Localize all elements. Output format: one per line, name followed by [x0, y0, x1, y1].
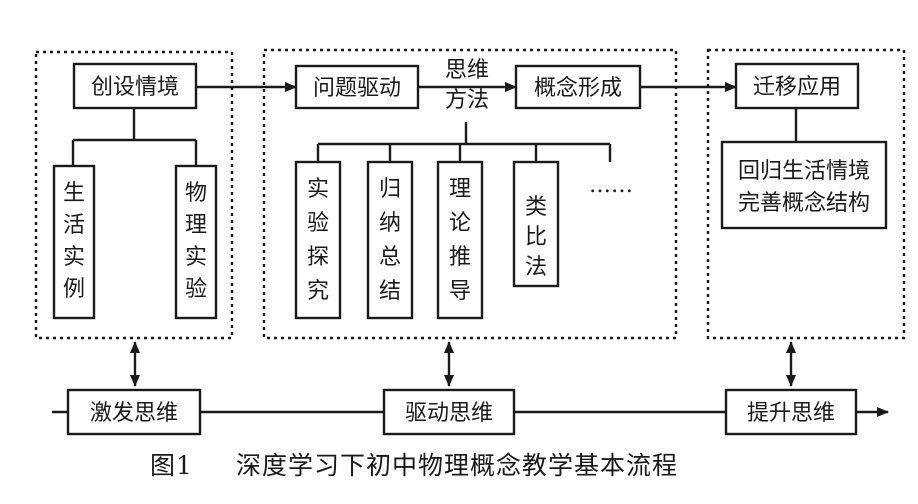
concept-formation-label: 概念形成	[534, 76, 622, 101]
life-examples-char-4: 例	[63, 277, 85, 302]
experimental-inquiry-char-1: 实	[307, 177, 329, 202]
induction-summary-char-1: 归	[379, 177, 401, 202]
drive-thinking-label: 驱动思维	[405, 401, 493, 426]
physics-experiments-char-2: 理	[185, 213, 207, 238]
theoretical-derivation-char-1: 理	[449, 177, 471, 202]
problem-driven-label: 问题驱动	[313, 76, 401, 101]
physics-experiments-char-1: 物	[185, 181, 207, 206]
analogy-char-3: 法	[525, 255, 547, 280]
theoretical-derivation-box	[436, 160, 484, 320]
analogy-char-1: 类	[525, 195, 547, 220]
induction-summary-char-2: 纳	[379, 211, 401, 236]
stimulate-thinking-box	[66, 388, 202, 436]
life-examples-char-1: 生	[63, 181, 85, 206]
thinking-method-label-bottom: 方法	[445, 88, 489, 113]
group-transfer-dashed	[706, 48, 906, 340]
induction-summary-box	[366, 160, 414, 320]
life-examples-box	[52, 164, 96, 320]
induction-summary-char-4: 结	[379, 279, 401, 304]
experimental-inquiry-char-3: 探	[307, 245, 329, 270]
return-life-line-2: 完善概念结构	[738, 191, 870, 216]
elevate-thinking-box	[724, 388, 858, 436]
group-driving-dashed	[262, 48, 678, 340]
analogy-box	[512, 160, 560, 288]
return-life-box	[720, 140, 888, 230]
physics-experiments-box	[174, 164, 218, 320]
stimulate-thinking-label: 激发思维	[90, 401, 178, 426]
thinking-method-label-top: 思维	[445, 58, 489, 83]
ellipsis-label: ……	[589, 173, 633, 198]
theoretical-derivation-char-2: 论	[449, 211, 471, 236]
life-examples-char-2: 活	[63, 213, 85, 238]
analogy-char-2: 比	[525, 225, 547, 250]
experimental-inquiry-box	[294, 160, 342, 320]
theoretical-derivation-char-4: 导	[449, 279, 471, 304]
life-examples-char-3: 实	[63, 245, 85, 270]
create-situation-label: 创设情境	[91, 75, 179, 100]
induction-summary-char-3: 总	[379, 245, 401, 270]
theoretical-derivation-char-3: 推	[449, 245, 471, 270]
return-life-line-1: 回归生活情境	[738, 159, 870, 184]
figure-number: 图1	[150, 451, 193, 480]
experimental-inquiry-char-2: 验	[307, 211, 329, 236]
transfer-application-label: 迁移应用	[753, 75, 841, 100]
drive-thinking-box	[382, 388, 516, 436]
elevate-thinking-label: 提升思维	[747, 401, 835, 426]
problem-driven-box	[294, 64, 420, 110]
create-situation-box	[72, 62, 198, 110]
figure-title: 深度学习下初中物理概念教学基本流程	[236, 451, 678, 480]
physics-experiments-char-4: 验	[185, 277, 207, 302]
experimental-inquiry-char-4: 究	[307, 279, 329, 304]
group-situation-dashed	[34, 50, 234, 340]
physics-experiments-char-3: 实	[185, 245, 207, 270]
concept-formation-box	[514, 64, 642, 110]
transfer-application-box	[734, 62, 860, 110]
